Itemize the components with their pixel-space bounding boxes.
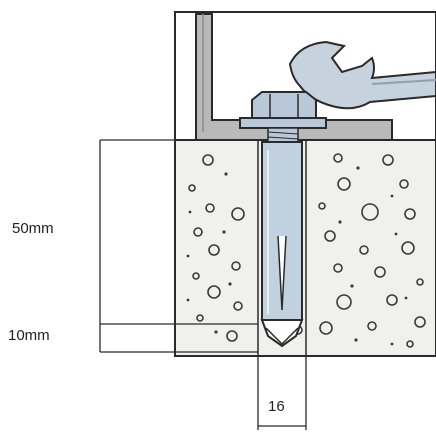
hole-diameter-label: 16 bbox=[268, 398, 285, 415]
dimension-lines bbox=[99, 139, 307, 430]
drilled-hole bbox=[257, 140, 307, 356]
wrench-icon bbox=[288, 40, 436, 110]
anchor-bolt bbox=[239, 91, 327, 348]
embed-depth-label: 50mm bbox=[12, 220, 54, 237]
extra-depth-label: 10mm bbox=[8, 327, 50, 344]
